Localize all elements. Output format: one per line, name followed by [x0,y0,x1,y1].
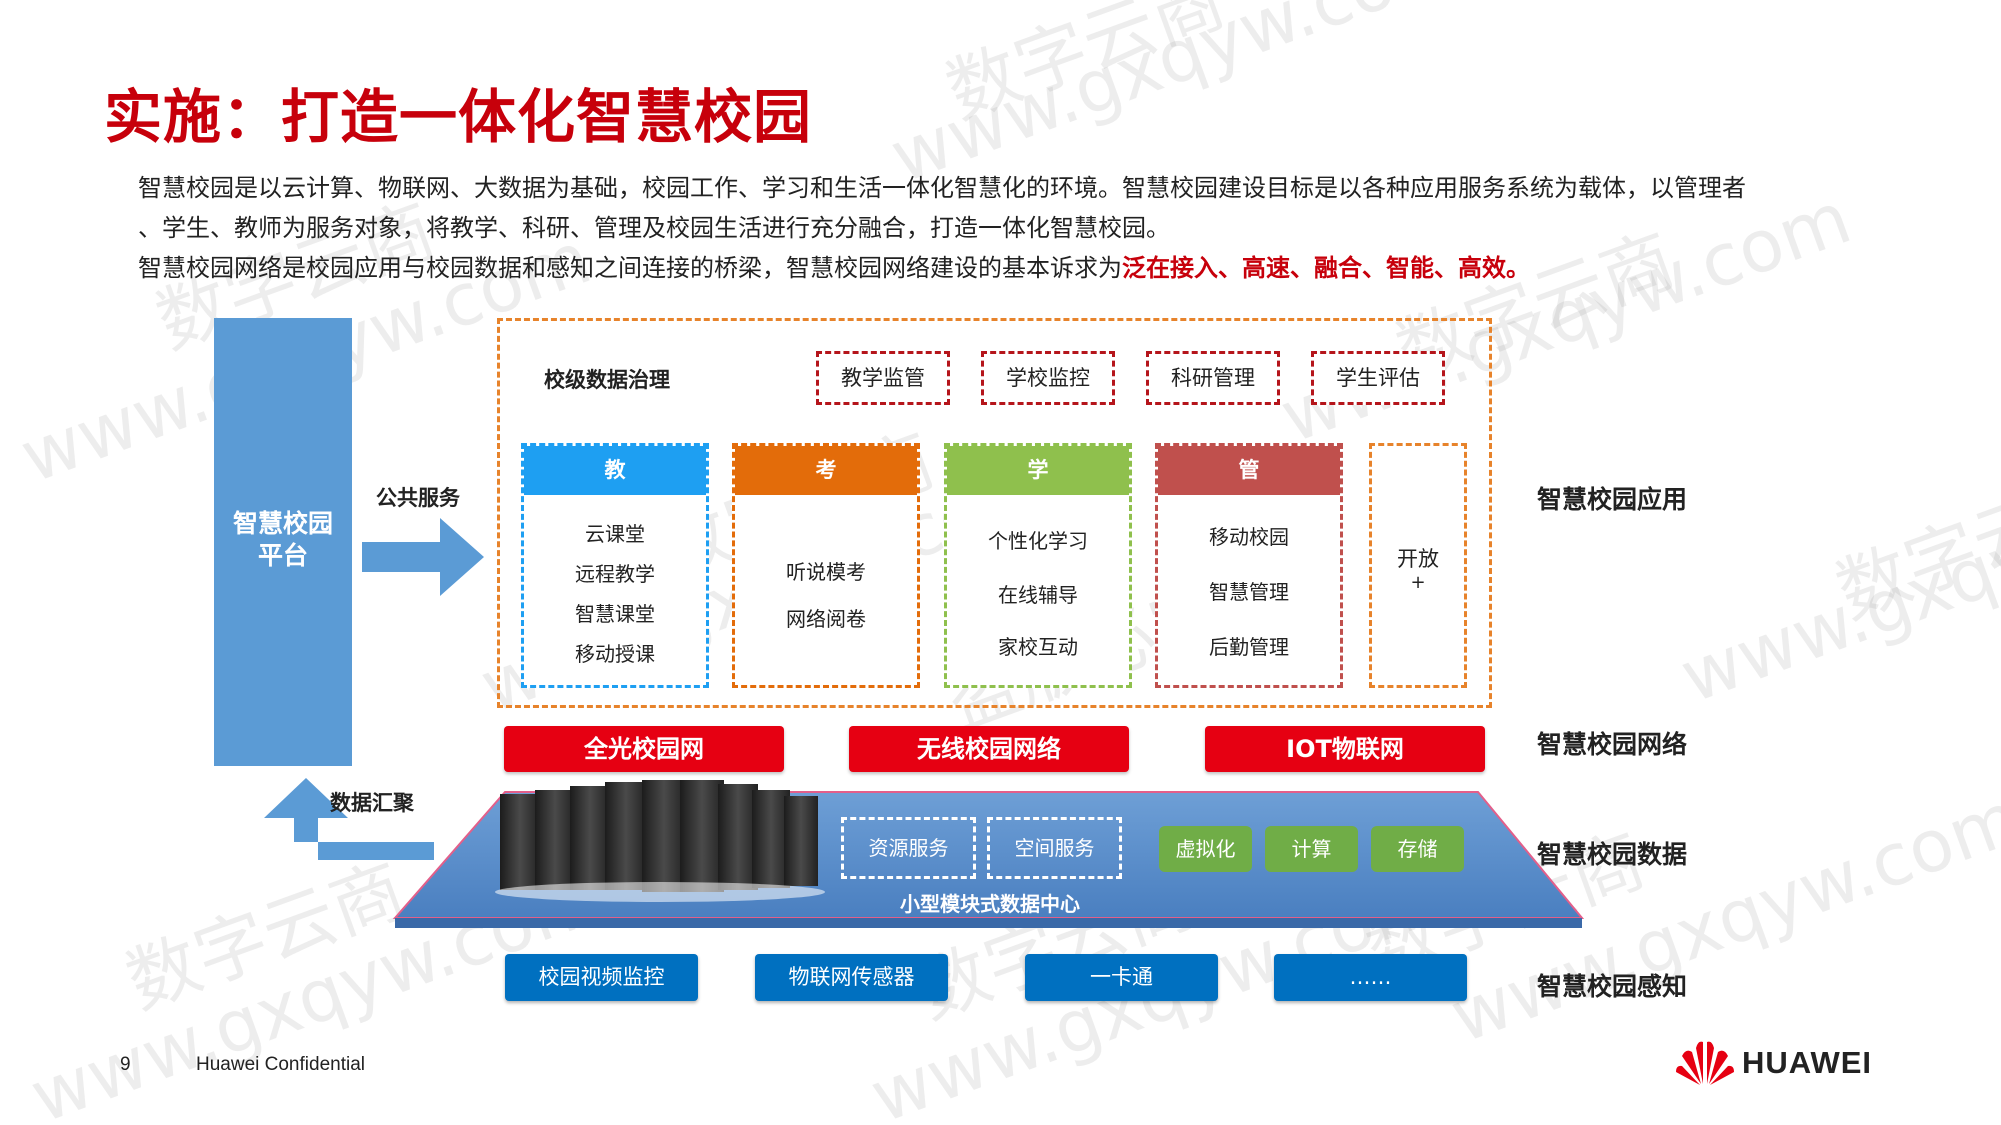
server-rack [718,784,758,890]
intro-line-1: 智慧校园是以云计算、物联网、大数据为基础，校园工作、学习和生活一体化智慧化的环境… [138,174,1746,202]
column-manage-item: 移动校园 [1209,525,1289,549]
server-rack [500,794,540,890]
public-service-arrow-icon [362,518,484,596]
intro-line-2: 、学生、教师为服务对象，将教学、科研、管理及校园生活进行充分融合，打造一体化智慧… [138,214,1170,242]
column-teach-item: 移动授课 [575,642,655,666]
column-learn-item: 家校互动 [998,635,1078,659]
data-gather-arrow-icon [264,778,434,860]
campus-card-button[interactable]: 一卡通 [1025,954,1218,1001]
intro-line-3: 智慧校园网络是校园应用与校园数据和感知之间连接的桥梁，智慧校园网络建设的基本诉求… [138,248,1530,283]
compute-button[interactable]: 计算 [1265,826,1358,872]
platform-label: 智慧校园 平台 [214,508,352,572]
application-frame [497,318,1492,708]
open-label: 开放 [1397,547,1439,571]
server-rack [642,780,686,892]
column-manage: 管 移动校园 智慧管理 后勤管理 [1155,443,1343,688]
column-teach: 教 云课堂 远程教学 智慧课堂 移动授课 [521,443,709,688]
school-data-governance-label: 校级数据治理 [544,368,670,392]
column-open [1369,443,1467,688]
top-box-teaching-supervision: 教学监管 [816,351,950,405]
column-manage-head: 管 [1158,446,1340,495]
server-rack [570,786,610,890]
all-optical-campus-network-button[interactable]: 全光校园网 [504,726,784,772]
space-service-box: 空间服务 [987,817,1122,879]
platform-label-line-2: 平台 [257,541,308,570]
column-learn-item: 在线辅导 [998,583,1078,607]
column-manage-item: 后勤管理 [1209,635,1289,659]
server-rack [535,790,575,890]
column-exam-item: 网络阅卷 [786,607,866,631]
storage-button[interactable]: 存储 [1371,826,1464,872]
layer-label-sensing: 智慧校园感知 [1537,972,1688,1001]
huawei-logo-icon [1676,1041,1734,1085]
layer-label-network: 智慧校园网络 [1537,730,1688,759]
server-racks-icon [495,780,825,902]
server-floor-reflection [495,882,825,902]
iot-sensor-button[interactable]: 物联网传感器 [755,954,948,1001]
server-rack [605,782,647,890]
data-gather-label: 数据汇聚 [330,791,414,815]
datacenter-platform-edge [395,918,1582,928]
huawei-brand-name: HUAWEI [1742,1045,1872,1080]
wireless-campus-network-button[interactable]: 无线校园网络 [849,726,1129,772]
top-box-research-management: 科研管理 [1146,351,1280,405]
campus-video-monitoring-button[interactable]: 校园视频监控 [505,954,698,1001]
column-teach-item: 智慧课堂 [575,602,655,626]
column-exam-item: 听说模考 [786,560,866,584]
smart-campus-platform [214,318,352,766]
intro-highlight: 泛在接入、高速、融合、智能、高效。 [1122,254,1530,282]
column-teach-item: 云课堂 [585,522,645,546]
column-learn-item: 个性化学习 [988,529,1088,553]
layer-label-application: 智慧校园应用 [1537,485,1688,514]
column-teach-item: 远程教学 [575,562,655,586]
column-exam-head: 考 [735,446,917,495]
column-exam: 考 听说模考 网络阅卷 [732,443,920,688]
more-sensing-button[interactable]: …… [1274,954,1467,1001]
virtualization-button[interactable]: 虚拟化 [1159,826,1252,872]
server-rack [752,790,790,888]
top-box-school-monitoring: 学校监控 [981,351,1115,405]
datacenter-label: 小型模块式数据中心 [900,892,1080,916]
intro-line-3-text: 智慧校园网络是校园应用与校园数据和感知之间连接的桥梁，智慧校园网络建设的基本诉求… [138,254,1122,282]
resource-service-box: 资源服务 [841,817,976,879]
iot-network-button[interactable]: IOT物联网 [1205,726,1485,772]
layer-label-data: 智慧校园数据 [1537,840,1688,869]
server-rack [784,796,818,886]
column-teach-head: 教 [524,446,706,495]
platform-label-line-1: 智慧校园 [232,509,333,538]
column-learn: 学 个性化学习 在线辅导 家校互动 [944,443,1132,688]
column-learn-head: 学 [947,446,1129,495]
page-title: 实施：打造一体化智慧校园 [104,83,813,151]
top-box-student-evaluation: 学生评估 [1311,351,1445,405]
open-plus: + [1410,572,1426,593]
server-rack [680,780,724,892]
public-service-label: 公共服务 [376,486,460,510]
confidential-label: Huawei Confidential [196,1054,365,1075]
page-number: 9 [120,1054,131,1075]
column-manage-item: 智慧管理 [1209,580,1289,604]
